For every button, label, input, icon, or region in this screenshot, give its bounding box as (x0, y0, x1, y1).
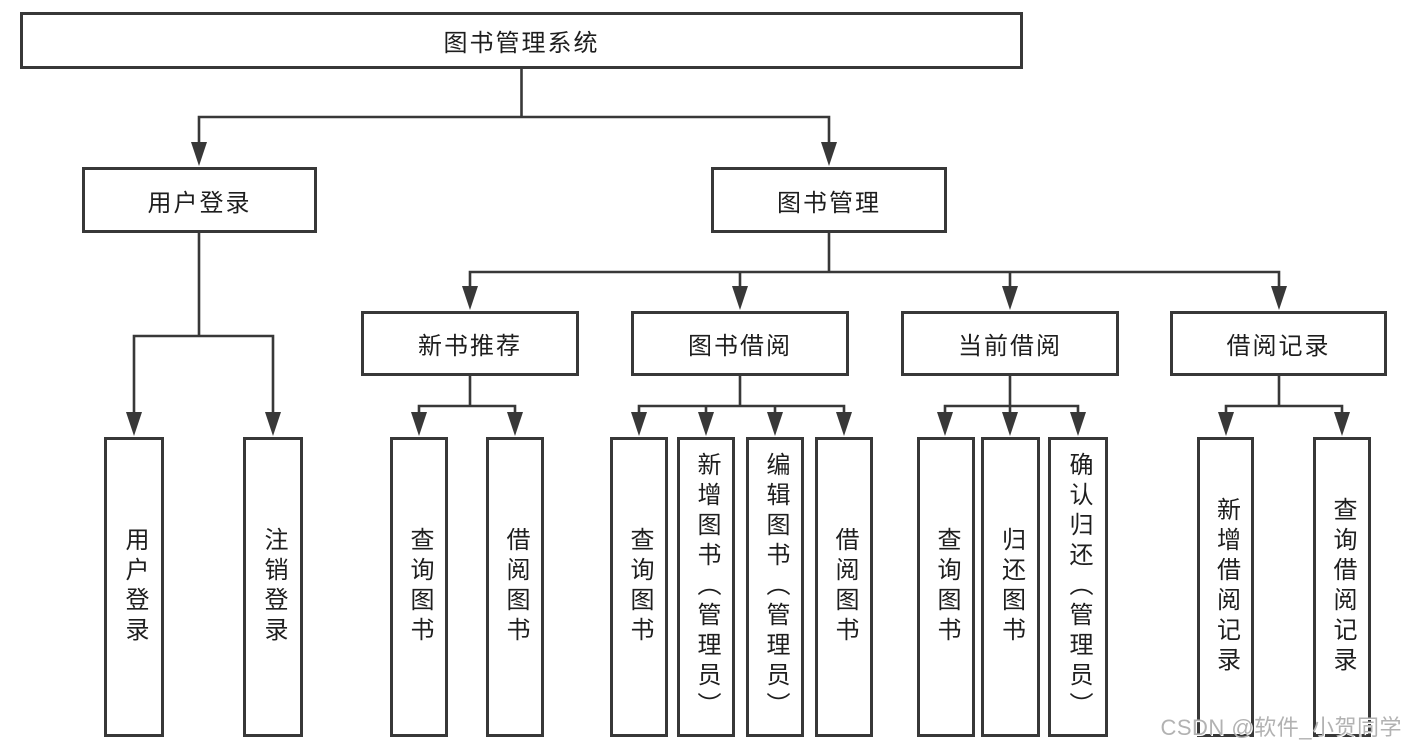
node-book-management-label: 图书管理 (777, 189, 881, 217)
leaf-add-books-admin-label: 新增图书（管理员） (693, 452, 720, 722)
leaf-recommend-query-books: 查询图书 (390, 437, 448, 737)
node-current-borrowing-label: 当前借阅 (958, 333, 1062, 360)
leaf-user-login-label: 用户登录 (121, 527, 148, 647)
leaf-recommend-borrow-books: 借阅图书 (486, 437, 544, 737)
node-library-system-label: 图书管理系统 (443, 30, 600, 57)
leaf-borrowing-borrow-books-label: 借阅图书 (831, 527, 858, 647)
leaf-add-borrow-record: 新增借阅记录 (1197, 437, 1254, 737)
leaf-return-books: 归还图书 (981, 437, 1040, 737)
node-new-book-recommend-label: 新书推荐 (418, 333, 522, 360)
leaf-current-query-books-label: 查询图书 (933, 527, 960, 647)
node-borrow-records-label: 借阅记录 (1226, 333, 1331, 360)
node-user-login-branch: 用户登录 (82, 167, 317, 233)
leaf-edit-books-admin-label: 编辑图书（管理员） (762, 452, 789, 722)
leaf-confirm-return-admin-label: 确认归还（管理员） (1065, 452, 1092, 722)
leaf-logout-label: 注销登录 (260, 527, 287, 647)
leaf-add-books-admin: 新增图书（管理员） (677, 437, 735, 737)
leaf-confirm-return-admin: 确认归还（管理员） (1048, 437, 1108, 737)
node-book-management: 图书管理 (711, 167, 947, 233)
node-user-login-branch-label: 用户登录 (147, 189, 252, 217)
csdn-watermark: CSDN @软件_小贺同学 (1160, 715, 1402, 740)
node-borrow-records: 借阅记录 (1170, 311, 1387, 376)
leaf-current-query-books: 查询图书 (917, 437, 975, 737)
leaf-query-borrow-record-label: 查询借阅记录 (1329, 497, 1356, 677)
node-book-borrowing-label: 图书借阅 (688, 333, 792, 360)
node-new-book-recommend: 新书推荐 (361, 311, 579, 376)
leaf-borrowing-borrow-books: 借阅图书 (815, 437, 873, 737)
leaf-user-login: 用户登录 (104, 437, 164, 737)
leaf-logout: 注销登录 (243, 437, 303, 737)
leaf-recommend-query-books-label: 查询图书 (406, 527, 433, 647)
leaf-return-books-label: 归还图书 (997, 527, 1025, 647)
node-library-system: 图书管理系统 (20, 12, 1023, 69)
node-current-borrowing: 当前借阅 (901, 311, 1119, 376)
leaf-query-borrow-record: 查询借阅记录 (1313, 437, 1371, 737)
leaf-borrowing-query-books: 查询图书 (610, 437, 668, 737)
leaf-add-borrow-record-label: 新增借阅记录 (1212, 497, 1240, 677)
node-book-borrowing: 图书借阅 (631, 311, 849, 376)
leaf-recommend-borrow-books-label: 借阅图书 (502, 527, 529, 647)
leaf-borrowing-query-books-label: 查询图书 (626, 527, 653, 647)
leaf-edit-books-admin: 编辑图书（管理员） (746, 437, 804, 737)
